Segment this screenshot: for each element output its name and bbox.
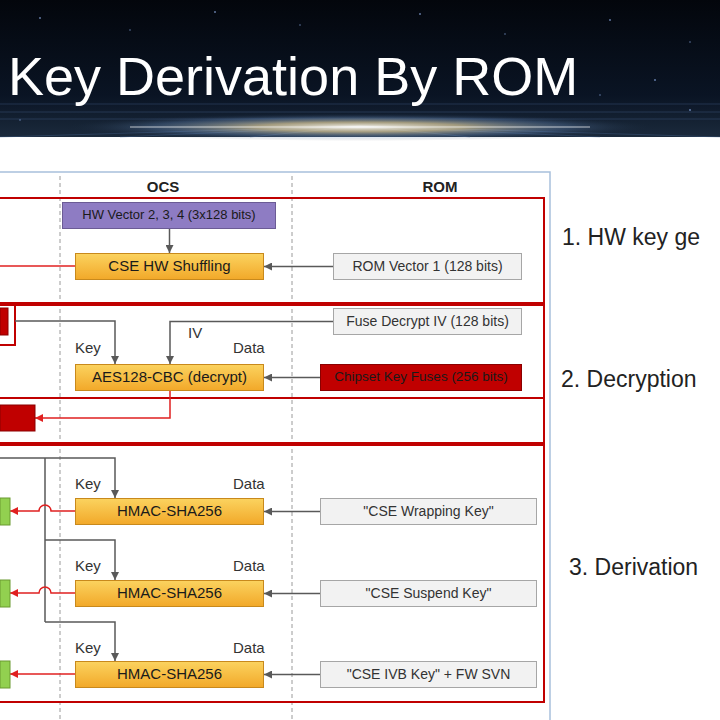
port-label: Key [75,558,101,575]
port-label: Data [233,340,265,357]
input-box: ROM Vector 1 (128 bits) [333,253,522,280]
group-divider [0,397,545,399]
slide-title: Key Derivation By ROM [8,49,578,103]
key-block [0,308,8,335]
diagram-panel [0,172,550,720]
input-box: "CSE Suspend Key" [320,580,537,607]
process-box: AES128-CBC (decrypt) [75,364,264,391]
column-header: ROM [423,179,458,196]
input-box: "CSE IVB Key" + FW SVN [320,661,537,688]
flow-arrow [169,229,171,253]
box-label: AES128-CBC (decrypt) [92,369,247,386]
key-wire [45,540,115,580]
stage-heading: 1. HW key ge [562,225,700,250]
title-banner [0,0,720,141]
column-divider [60,176,61,720]
process-box: HMAC-SHA256 [75,580,264,607]
stage-heading: 2. Decryption [561,367,697,392]
box-label: "CSE IVB Key" + FW SVN [347,667,511,682]
box-label: ROM Vector 1 (128 bits) [352,259,502,274]
derived-key-block [0,498,10,525]
port-label: Data [233,476,265,493]
port-label: Key [75,476,101,493]
box-label: "CSE Wrapping Key" [363,504,493,519]
process-box: HMAC-SHA256 [75,661,264,688]
key-wire [0,458,115,498]
process-box: HMAC-SHA256 [75,498,264,525]
output-wire [10,587,75,593]
process-box: CSE HW Shuffling [75,253,264,280]
stage-band: 2. DecryptionFuse Decrypt IV (128 bits)A… [0,304,545,444]
stage-heading: 3. Derivation [569,555,698,580]
box-label: "CSE Suspend Key" [366,586,492,601]
flow-arrow [264,377,320,379]
box-label: HMAC-SHA256 [117,503,222,520]
column-divider [292,176,293,720]
flow-arrow [264,266,333,268]
output-wire [0,265,75,267]
box-label: HW Vector 2, 3, 4 (3x128 bits) [82,208,255,222]
input-box: "CSE Wrapping Key" [320,498,537,525]
key-wire [45,622,115,661]
key-block [0,405,35,431]
flow-arrow [264,674,320,676]
derived-key-block [0,661,10,688]
stage-band: 3. DerivationHMAC-SHA256"CSE Wrapping Ke… [0,444,545,703]
output-wire [10,505,75,511]
box-label: Chipset Key Fuses (256 bits) [334,370,507,385]
derived-key-block [0,580,10,607]
port-label: Key [75,640,101,657]
port-label: IV [188,325,202,342]
output-wire [10,673,75,675]
box-label: CSE HW Shuffling [108,258,230,275]
box-label: Fuse Decrypt IV (128 bits) [346,314,509,329]
key-wire [15,321,115,364]
flow-arrow [264,511,320,513]
port-label: Data [233,640,265,657]
flow-arrow [264,593,320,595]
key-frame [0,305,15,345]
port-label: Data [233,558,265,575]
stage-band: 1. HW key geHW Vector 2, 3, 4 (3x128 bit… [0,197,545,304]
box-label: HMAC-SHA256 [117,666,222,683]
input-box: HW Vector 2, 3, 4 (3x128 bits) [62,202,276,229]
box-label: HMAC-SHA256 [117,585,222,602]
flow-arrow [170,322,333,365]
fuse-box: Chipset Key Fuses (256 bits) [320,364,522,391]
input-box: Fuse Decrypt IV (128 bits) [333,308,522,335]
port-label: Key [75,340,101,357]
column-header: OCS [147,179,180,196]
output-wire [35,391,170,418]
